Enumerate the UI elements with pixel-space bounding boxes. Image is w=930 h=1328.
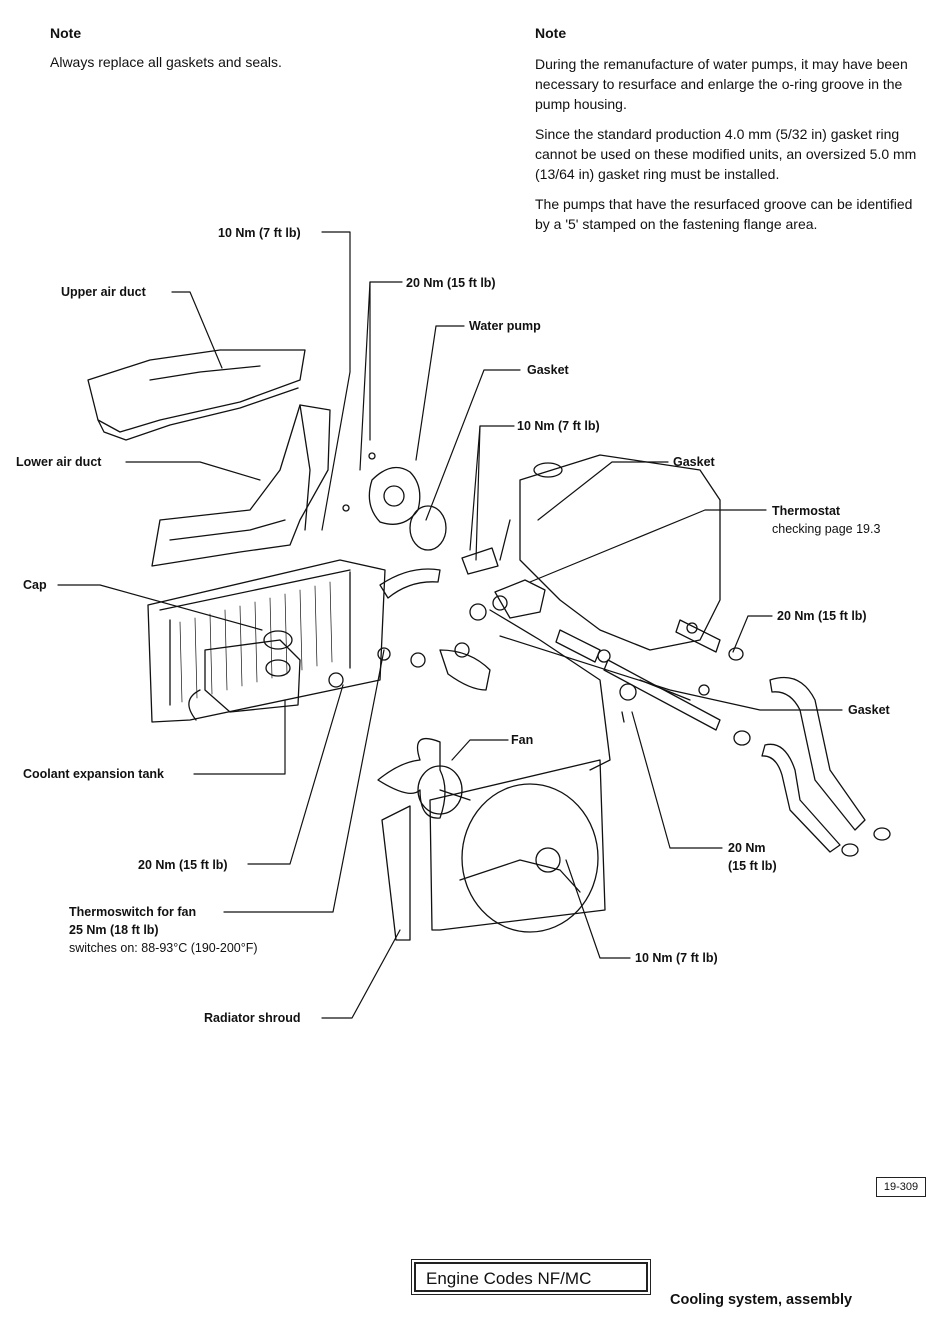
leader-thermoswitch <box>223 649 385 913</box>
fasteners-drawing <box>328 622 710 723</box>
right-note-paragraph-2: Since the standard production 4.0 mm (5/… <box>535 126 917 182</box>
label-10nm-thermostat: 10 Nm (7 ft lb) <box>517 419 600 433</box>
label-20nm-pump: 20 Nm (15 ft lb) <box>406 276 496 290</box>
label-gasket-thermostat: Gasket <box>673 455 715 469</box>
engine-codes-box: Engine Codes NF/MC <box>411 1259 651 1295</box>
leader-20nm-tank <box>247 684 344 865</box>
leader-gasket-right <box>499 635 843 711</box>
leader-20nm-pump-b <box>359 281 371 471</box>
radiator-shroud-drawing <box>381 759 606 941</box>
label-thermoswitch: Thermoswitch for fan <box>69 905 197 919</box>
label-gasket-right: Gasket <box>848 703 890 717</box>
leader-gasket-thermo <box>537 461 669 521</box>
label-20nm-right: 20 Nm (15 ft lb) <box>777 609 867 623</box>
label-thermoswitch-temp: switches on: 88-93°C (190-200°F) <box>69 941 258 955</box>
label-cap: Cap <box>23 578 47 592</box>
right-note-paragraph-3: The pumps that have the resurfaced groov… <box>535 196 913 232</box>
cap-drawing <box>263 630 293 650</box>
right-note-paragraph-1: During the remanufacture of water pumps,… <box>535 56 908 112</box>
right-note-body: During the remanufacture of water pumps,… <box>535 54 920 244</box>
radiator-drawing <box>147 559 386 723</box>
label-thermostat: Thermostat <box>772 504 841 518</box>
leader-thermostat <box>529 509 767 583</box>
leader-20nm-right <box>732 615 773 653</box>
label-water-pump: Water pump <box>469 319 541 333</box>
label-20nm-bracket-1: 20 Nm <box>728 841 766 855</box>
leader-10nm-top <box>321 231 351 531</box>
label-lower-air-duct: Lower air duct <box>16 455 102 469</box>
leader-lower-air-duct <box>125 461 261 481</box>
right-note-title: Note <box>535 25 567 41</box>
label-radiator-shroud: Radiator shroud <box>204 1011 301 1025</box>
leader-10nm-shroud <box>565 859 631 959</box>
leader-lines <box>57 231 843 1019</box>
hoses-drawing <box>379 568 721 731</box>
upper-air-duct-drawing <box>87 349 306 441</box>
label-10nm-top: 10 Nm (7 ft lb) <box>218 226 301 240</box>
figure-number: 19-309 <box>876 1177 926 1197</box>
label-gasket-pump: Gasket <box>527 363 569 377</box>
label-thermostat-sub: checking page 19.3 <box>772 522 881 536</box>
right-pipes-drawing <box>675 619 891 857</box>
fan-drawing <box>377 737 471 819</box>
leader-upper-air-duct <box>171 291 223 369</box>
leader-radiator-shroud <box>321 929 401 1019</box>
thermostat-housing-drawing <box>461 547 546 621</box>
label-upper-air-duct: Upper air duct <box>61 285 146 299</box>
label-10nm-shroud: 10 Nm (7 ft lb) <box>635 951 718 965</box>
label-coolant-expansion-tank: Coolant expansion tank <box>23 767 164 781</box>
left-note-text: Always replace all gaskets and seals. <box>50 54 282 70</box>
leader-gasket-pump <box>425 369 521 521</box>
water-pump-drawing <box>342 452 447 551</box>
leader-water-pump <box>415 325 465 461</box>
label-thermoswitch-torque: 25 Nm (18 ft lb) <box>69 923 159 937</box>
label-fan: Fan <box>511 733 534 747</box>
lower-air-duct-drawing <box>151 404 331 567</box>
left-note-title: Note <box>50 25 82 41</box>
section-title: Cooling system, assembly <box>670 1292 853 1308</box>
leader-20nm-bracket <box>631 711 723 849</box>
leader-20nm-pump-a <box>369 281 403 441</box>
label-20nm-bracket-2: (15 ft lb) <box>728 859 777 873</box>
pump-gasket-drawing <box>409 505 447 551</box>
leader-cap <box>57 584 263 631</box>
engine-block-drawing <box>489 454 721 771</box>
label-20nm-tank: 20 Nm (15 ft lb) <box>138 858 228 872</box>
leader-coolant-tank <box>193 699 286 775</box>
leader-10nm-thermo-b <box>475 425 481 561</box>
leader-fan <box>451 739 509 761</box>
